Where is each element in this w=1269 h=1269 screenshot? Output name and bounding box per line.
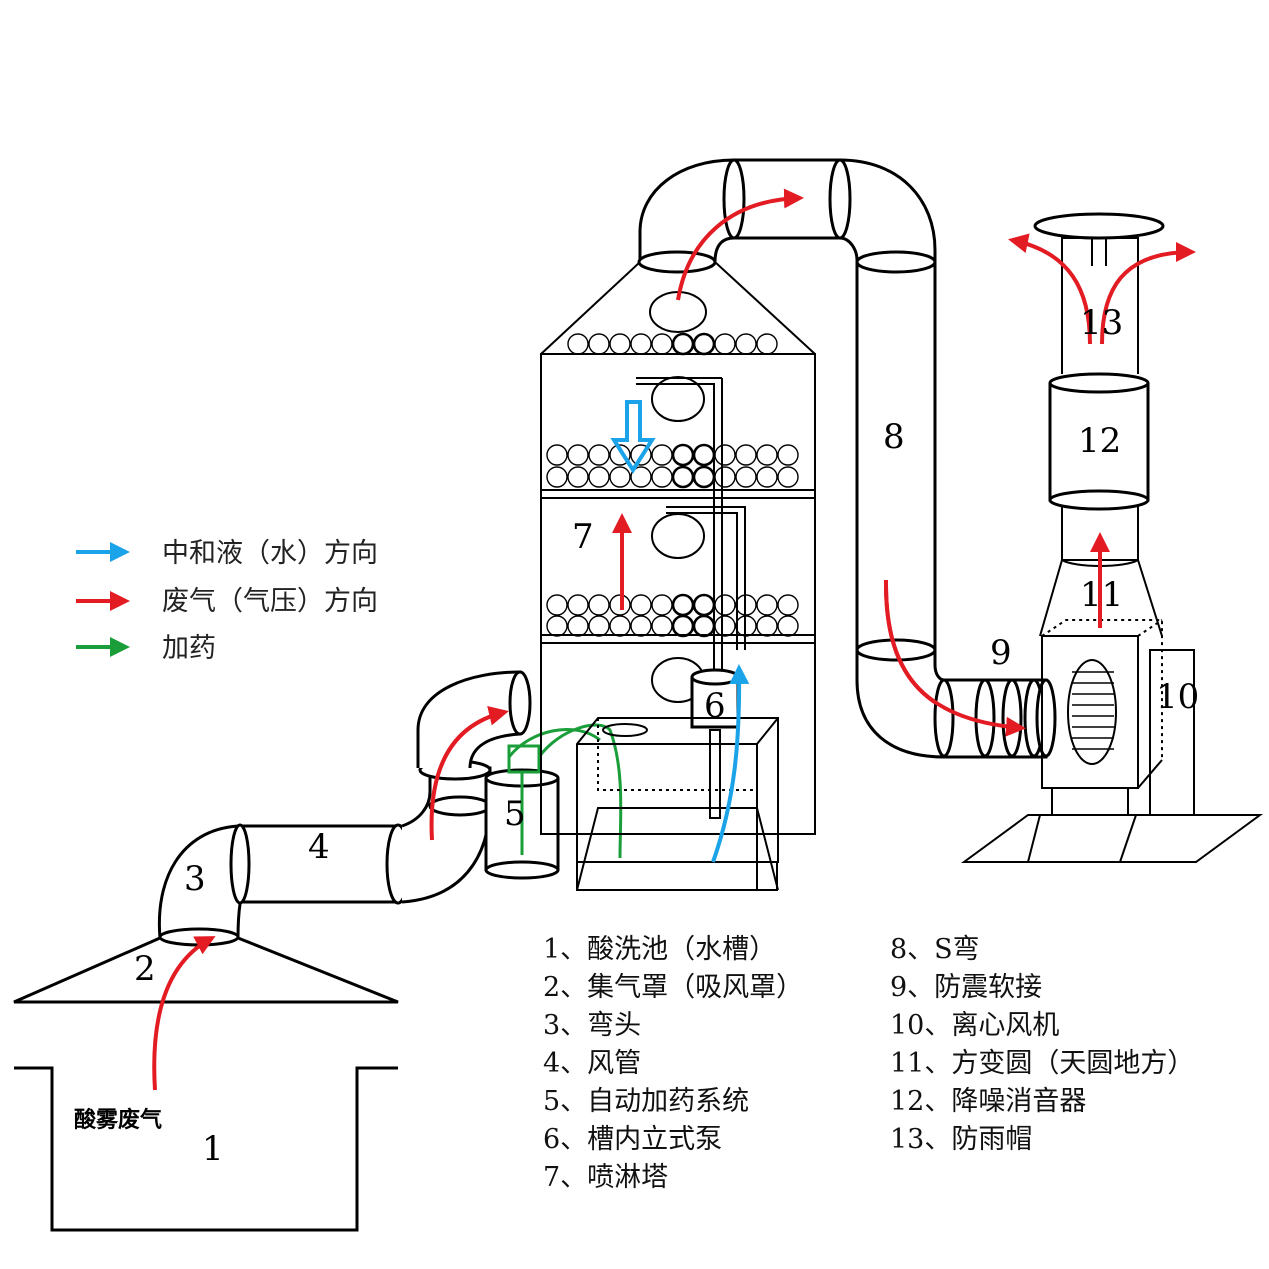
caption-item: 4、风管 xyxy=(543,1048,641,1079)
packing-layer-lower xyxy=(546,593,799,638)
label-1: 1 xyxy=(202,1129,224,1169)
label-7: 7 xyxy=(572,517,594,557)
pickling-tank: 酸雾废气 1 xyxy=(14,1066,398,1232)
label-11: 11 xyxy=(1080,575,1123,615)
rain-cap: 13 xyxy=(1008,212,1196,374)
elbow: 3 xyxy=(157,824,242,947)
caption-item: 8、S弯 xyxy=(890,934,980,965)
centrifugal-fan: 10 xyxy=(960,619,1264,863)
legend-dosing-label: 加药 xyxy=(162,633,216,664)
caption-item: 1、酸洗池（水槽） xyxy=(543,934,776,965)
inlet-gas-arrow xyxy=(152,936,216,1091)
label-3: 3 xyxy=(184,859,206,899)
label-2: 2 xyxy=(134,949,156,989)
acid-mist-label: 酸雾废气 xyxy=(74,1107,162,1133)
flex-connector: 9 xyxy=(883,579,1057,759)
label-5: 5 xyxy=(504,794,526,834)
legend: 中和液（水）方向 废气（气压）方向 加药 xyxy=(76,538,378,664)
packing-layer-upper xyxy=(546,443,799,489)
label-8: 8 xyxy=(883,417,905,457)
label-4: 4 xyxy=(308,827,330,867)
label-10: 10 xyxy=(1156,677,1199,717)
transition-piece: 11 xyxy=(1039,532,1163,637)
duct: 4 xyxy=(229,670,532,905)
riser-gas-arrow xyxy=(429,705,509,841)
label-13: 13 xyxy=(1080,303,1123,343)
label-12: 12 xyxy=(1078,421,1121,461)
spray-tower: 7 xyxy=(540,261,816,835)
s-bend: 8 xyxy=(637,158,1024,759)
collection-hood: 2 xyxy=(13,936,399,1004)
vertical-pump: 6 xyxy=(690,668,740,819)
caption-item: 11、方变圆（天圆地方） xyxy=(890,1048,1194,1079)
packing-layer-top xyxy=(567,332,778,356)
caption-item: 12、降噪消音器 xyxy=(890,1086,1086,1117)
caption-list-right: 8、S弯 9、防震软接 10、离心风机 11、方变圆（天圆地方） 12、降噪消音器 13、… xyxy=(890,934,1194,1155)
caption-item: 13、防雨帽 xyxy=(890,1124,1032,1155)
water-tank xyxy=(576,664,779,891)
caption-item: 6、槽内立式泵 xyxy=(543,1124,722,1155)
label-9: 9 xyxy=(990,633,1012,673)
caption-list-left: 1、酸洗池（水槽） 2、集气罩（吸风罩） 3、弯头 4、风管 5、自动加药系统 6、槽内立… xyxy=(543,934,803,1193)
caption-item: 9、防震软接 xyxy=(890,972,1042,1003)
silencer: 12 xyxy=(1048,372,1150,560)
dosing-system: 5 xyxy=(484,723,623,880)
legend-gas-label: 废气（气压）方向 xyxy=(162,586,378,617)
caption-item: 10、离心风机 xyxy=(890,1010,1059,1041)
legend-water-label: 中和液（水）方向 xyxy=(162,538,378,569)
caption-item: 7、喷淋塔 xyxy=(543,1162,668,1193)
caption-item: 3、弯头 xyxy=(543,1010,641,1041)
label-6: 6 xyxy=(704,686,726,726)
caption-item: 2、集气罩（吸风罩） xyxy=(543,972,803,1003)
caption-item: 5、自动加药系统 xyxy=(543,1086,749,1117)
